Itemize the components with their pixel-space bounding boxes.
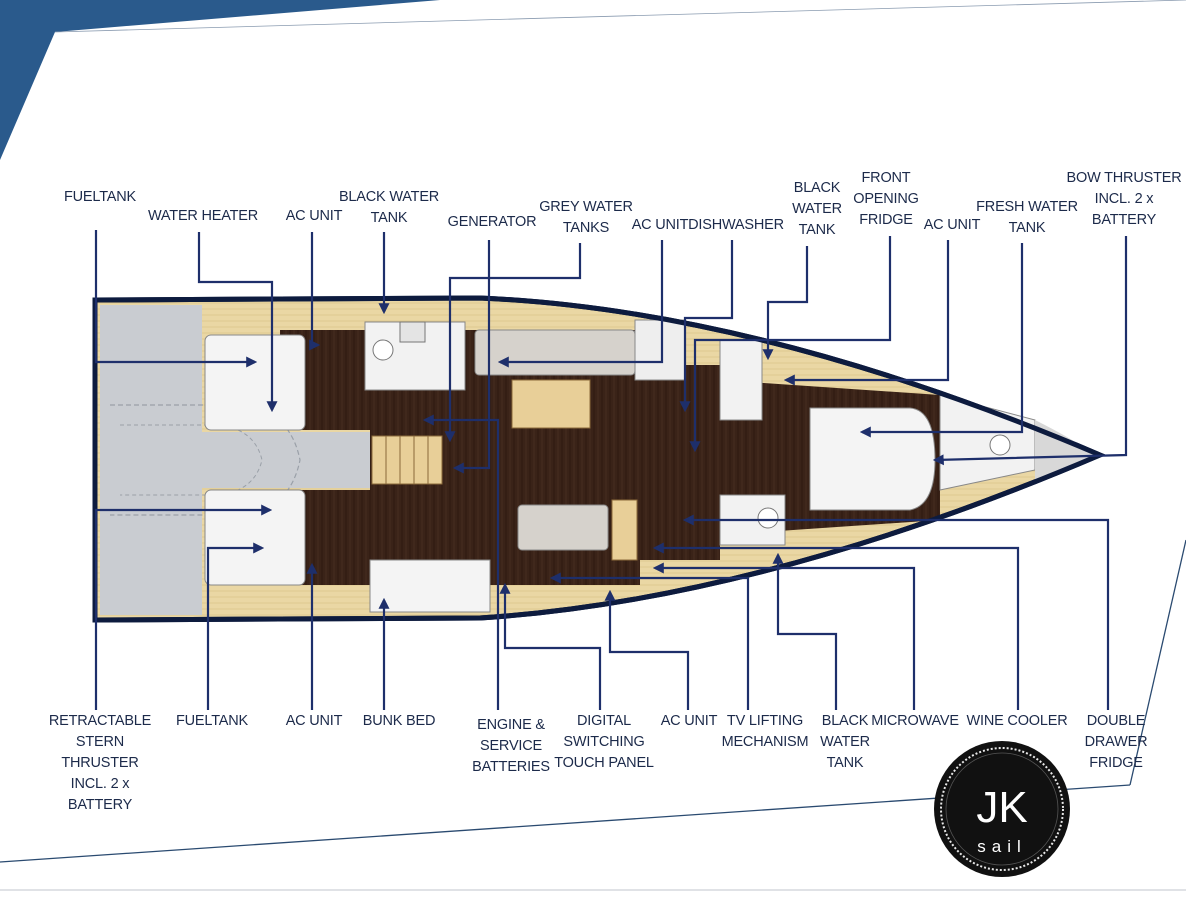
saloon-table bbox=[511, 379, 591, 429]
label-generator: GENERATOR bbox=[447, 214, 537, 230]
label-ac-unit-top-2: AC UNIT bbox=[631, 217, 689, 233]
aft-berth-port bbox=[204, 334, 306, 431]
frame-line-right bbox=[1129, 539, 1186, 786]
companionway-steps bbox=[371, 435, 443, 485]
jk-sail-logo: JK sail bbox=[934, 741, 1070, 877]
saloon-sofa-port bbox=[474, 329, 636, 376]
saloon-side-table bbox=[611, 499, 638, 561]
logo-main-text: JK bbox=[976, 783, 1027, 832]
saloon-sofa-stbd bbox=[517, 504, 609, 551]
label-dishwasher: DISHWASHER bbox=[688, 217, 784, 233]
label-ac-unit-top-3: AC UNIT bbox=[923, 217, 981, 233]
label-ac-unit-top-1: AC UNIT bbox=[285, 208, 343, 224]
callout-connectors bbox=[94, 230, 1128, 710]
forward-berth bbox=[809, 407, 936, 511]
label-wine-cooler: WINE COOLER bbox=[966, 713, 1068, 729]
hull-group bbox=[92, 295, 1107, 623]
label-fueltank-bottom: FUELTANK bbox=[176, 713, 248, 729]
cockpit-centre bbox=[202, 432, 372, 488]
aft-berth-stbd bbox=[204, 489, 306, 586]
label-microwave: MICROWAVE bbox=[871, 713, 959, 729]
label-water-heater: WATER HEATER bbox=[147, 208, 259, 224]
forward-head-port bbox=[719, 339, 763, 421]
corner-accent-top-left bbox=[0, 0, 440, 160]
label-ac-unit-bottom-1: AC UNIT bbox=[285, 713, 343, 729]
logo-sub-text: sail bbox=[977, 837, 1027, 856]
label-bunk-bed: BUNK BED bbox=[362, 713, 436, 729]
transom-swim-platform bbox=[100, 305, 202, 615]
frame-line-top bbox=[54, 0, 1186, 33]
label-fueltank-top: FUELTANK bbox=[64, 189, 136, 205]
bunk-cabin bbox=[369, 559, 491, 613]
galley-counter bbox=[634, 319, 686, 381]
label-ac-unit-bottom-2: AC UNIT bbox=[660, 713, 718, 729]
